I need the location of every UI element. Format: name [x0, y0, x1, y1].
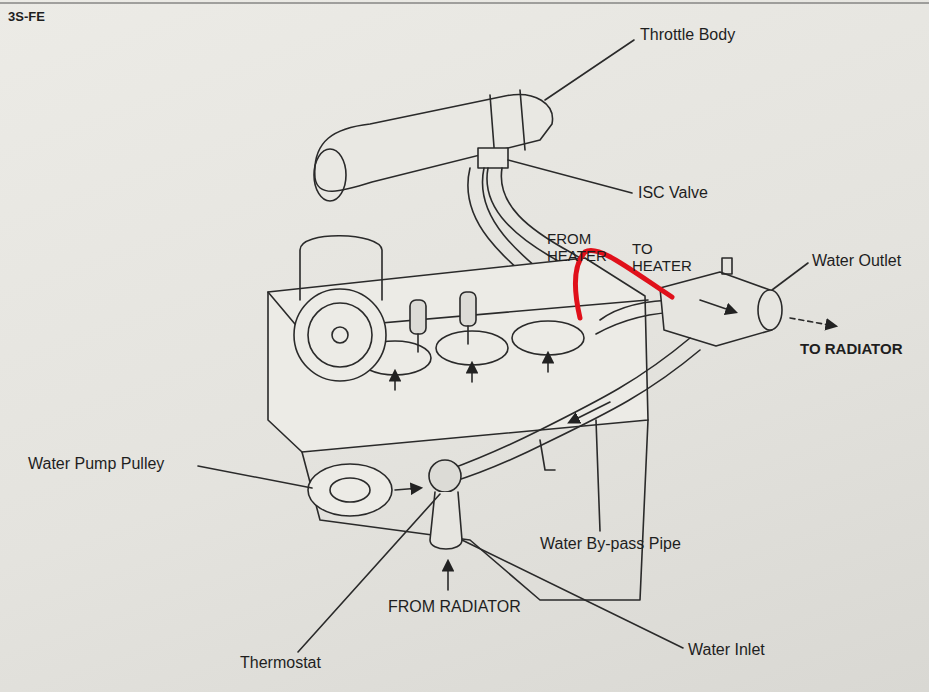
part-label: FROM HEATER	[547, 230, 617, 265]
part-label: Throttle Body	[640, 26, 735, 44]
part-label: Thermostat	[240, 654, 321, 672]
part-label: Water Pump Pulley	[28, 455, 164, 473]
part-label: Water By-pass Pipe	[540, 535, 681, 553]
part-label: FROM RADIATOR	[388, 598, 521, 616]
part-label: Water Inlet	[688, 641, 765, 659]
part-label: 3S-FE	[8, 10, 45, 25]
part-label: ISC Valve	[638, 184, 708, 202]
part-label: Water Outlet	[812, 252, 901, 270]
part-label: TO HEATER	[632, 240, 707, 275]
part-label: TO RADIATOR	[800, 340, 903, 357]
